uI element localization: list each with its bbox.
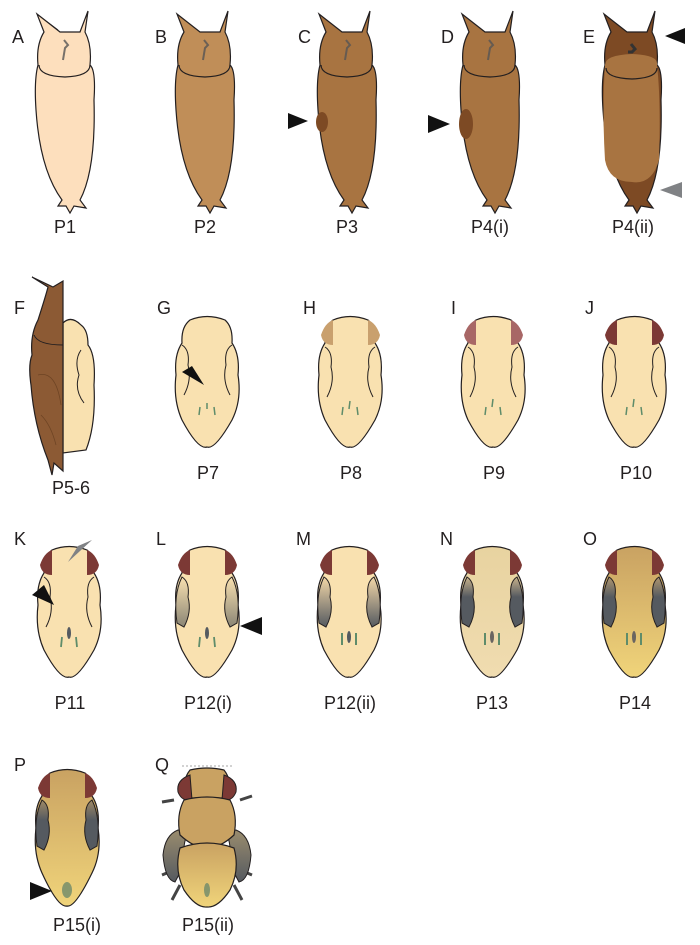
pupa-p7-illustration bbox=[174, 315, 240, 448]
arrowhead-gray-icon bbox=[68, 540, 92, 562]
stage-label: P2 bbox=[193, 217, 217, 237]
stage-label: P13 bbox=[475, 693, 509, 713]
pupa-p12i-illustration bbox=[174, 545, 240, 678]
stage-label: P7 bbox=[196, 463, 220, 483]
arrowhead-black-icon bbox=[182, 366, 204, 385]
pupa-p8-illustration bbox=[317, 315, 383, 448]
arrowhead-black-icon bbox=[30, 882, 52, 900]
panel-letter: A bbox=[12, 27, 25, 47]
panel-letter: C bbox=[298, 27, 311, 47]
panel-letter: Q bbox=[155, 755, 170, 775]
pupa-p4i-illustration bbox=[459, 10, 521, 215]
arrowhead-black-icon bbox=[428, 115, 450, 133]
panel-letter: J bbox=[585, 298, 594, 318]
panel-letter: E bbox=[583, 27, 596, 47]
pupa-p9-illustration bbox=[460, 315, 526, 448]
panel-letter: P bbox=[14, 755, 27, 775]
pupa-p1-illustration bbox=[34, 10, 96, 215]
panel-letter: F bbox=[14, 298, 25, 318]
pupa-p2-illustration bbox=[174, 10, 236, 215]
stage-label: P11 bbox=[54, 693, 86, 713]
panel-letter: L bbox=[156, 529, 167, 549]
stage-label: P4(i) bbox=[470, 217, 509, 237]
adult-fly-p15ii-illustration bbox=[161, 765, 253, 908]
pupa-p4ii-illustration bbox=[601, 10, 663, 215]
arrowhead-black-icon bbox=[665, 28, 685, 44]
arrowhead-black-icon bbox=[32, 585, 54, 605]
stage-label: P5-6 bbox=[51, 478, 91, 498]
stage-label: P14 bbox=[618, 693, 652, 713]
stage-label: P12(ii) bbox=[323, 693, 376, 713]
panel-letter: O bbox=[583, 529, 598, 549]
arrowhead-gray-icon bbox=[660, 182, 682, 198]
stage-label: P15(i) bbox=[52, 915, 101, 935]
arrowhead-black-icon bbox=[240, 617, 262, 635]
panel-letter: I bbox=[451, 298, 457, 318]
pupa-p5-6-illustration bbox=[29, 276, 95, 476]
pupa-p15i-illustration bbox=[34, 768, 100, 907]
stage-label: P9 bbox=[482, 463, 506, 483]
pupa-p11-illustration bbox=[36, 545, 102, 678]
pupa-p3-illustration bbox=[316, 10, 378, 215]
arrowhead-black-icon bbox=[288, 113, 308, 129]
panel-letter: D bbox=[441, 27, 454, 47]
panel-letter: M bbox=[296, 529, 311, 549]
stage-label: P4(ii) bbox=[611, 217, 654, 237]
stage-label: P1 bbox=[53, 217, 77, 237]
panel-letter: K bbox=[14, 529, 27, 549]
pupa-p14-illustration bbox=[601, 545, 667, 678]
pupa-p10-illustration bbox=[601, 315, 667, 448]
stage-label: P10 bbox=[619, 463, 653, 483]
stage-label: P12(i) bbox=[183, 693, 232, 713]
panel-letter: N bbox=[440, 529, 453, 549]
panel-letter: H bbox=[303, 298, 316, 318]
panel-letter: B bbox=[155, 27, 168, 47]
panel-letter: G bbox=[157, 298, 172, 318]
stage-label: P8 bbox=[339, 463, 363, 483]
stage-label: P3 bbox=[335, 217, 359, 237]
pupa-p12ii-illustration bbox=[316, 545, 382, 678]
pupa-p13-illustration bbox=[459, 545, 525, 678]
stage-label: P15(ii) bbox=[181, 915, 234, 935]
